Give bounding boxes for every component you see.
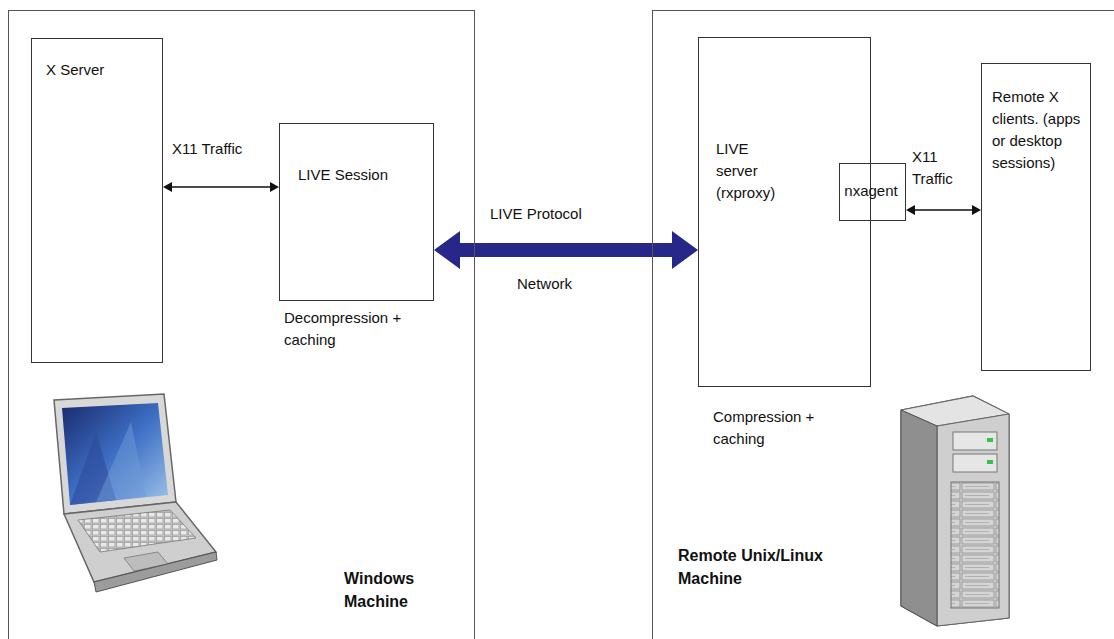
box-caption: Decompression + caching (284, 307, 402, 351)
proxy-box: LIVE server (rxproxy)Compression + cachi… (698, 37, 871, 387)
box-caption: Compression + caching (713, 406, 818, 450)
edge-label: X11 Traffic (910, 146, 964, 190)
session-box: LIVE SessionDecompression + caching (279, 123, 434, 301)
agent-box: nxagent (839, 163, 906, 221)
machine-label: Windows Machine (344, 567, 454, 613)
network-label: Network (515, 273, 574, 295)
machine-frame: Windows MachineX ServerLIVE SessionDecom… (8, 10, 475, 639)
traffic-arrow (163, 182, 279, 192)
server-box: X Server (31, 38, 163, 363)
traffic-arrow (906, 205, 981, 215)
box-label: nxagent (840, 180, 902, 202)
edge-label: LIVE Protocol (488, 203, 584, 225)
box-label: LIVE Session (298, 164, 398, 186)
clients-box: Remote X clients. (apps or desktop sessi… (981, 63, 1091, 371)
protocol-arrow (434, 231, 698, 269)
server-illustration (893, 392, 1015, 628)
box-label: Remote X clients. (apps or desktop sessi… (992, 86, 1084, 174)
machine-label: Remote Unix/Linux Machine (678, 544, 838, 590)
laptop-illustration (36, 392, 221, 607)
edge-label: X11 Traffic (170, 138, 244, 160)
box-label: LIVE server (rxproxy) (716, 138, 794, 204)
machine-frame: Remote Unix/Linux Machine LIVE server (rx… (652, 10, 1114, 639)
box-label: X Server (46, 59, 151, 81)
